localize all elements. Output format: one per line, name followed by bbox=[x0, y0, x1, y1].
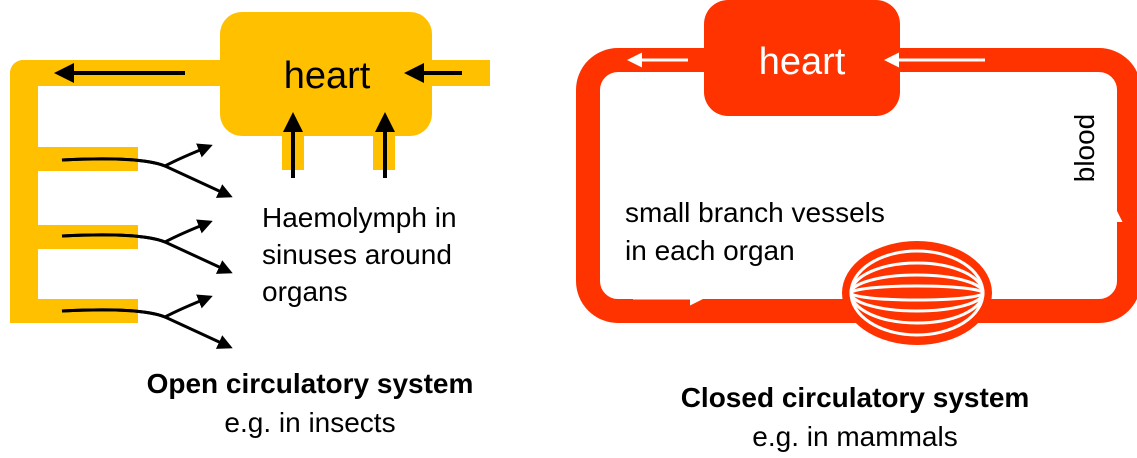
closed-heart-label: heart bbox=[759, 41, 846, 83]
open-system: heart Haemolymph in sinuses around organ… bbox=[10, 12, 490, 438]
closed-caption-title: Closed circulatory system bbox=[681, 382, 1030, 413]
closed-blood-label: blood bbox=[1069, 114, 1100, 183]
open-caption-title: Open circulatory system bbox=[147, 368, 474, 399]
open-branch-2 bbox=[10, 225, 138, 249]
fork-3-down bbox=[61, 308, 233, 349]
open-description-line-2: sinuses around bbox=[262, 239, 452, 270]
open-main-vessel-vertical bbox=[10, 60, 38, 322]
capillary-bed bbox=[842, 241, 992, 345]
open-caption-subtitle: e.g. in insects bbox=[224, 407, 395, 438]
closed-heart bbox=[704, 0, 900, 116]
closed-caption-subtitle: e.g. in mammals bbox=[752, 421, 957, 452]
capillary-4 bbox=[849, 284, 985, 302]
open-heart-label: heart bbox=[284, 55, 371, 97]
open-vessels bbox=[10, 12, 490, 323]
fork-1-down bbox=[61, 157, 233, 198]
fork-2-down bbox=[61, 233, 233, 274]
open-description-line-3: organs bbox=[262, 276, 348, 307]
open-heart bbox=[220, 12, 432, 136]
closed-vessel-label-line-1: small branch vessels bbox=[625, 197, 885, 228]
closed-vessel-label-line-2: in each organ bbox=[625, 235, 795, 266]
open-fork-arrows bbox=[61, 143, 233, 349]
capillary-bed-outline bbox=[842, 241, 992, 345]
closed-system: heart small branch vessels in each organ… bbox=[576, 0, 1137, 452]
open-description-line-1: Haemolymph in bbox=[262, 202, 457, 233]
